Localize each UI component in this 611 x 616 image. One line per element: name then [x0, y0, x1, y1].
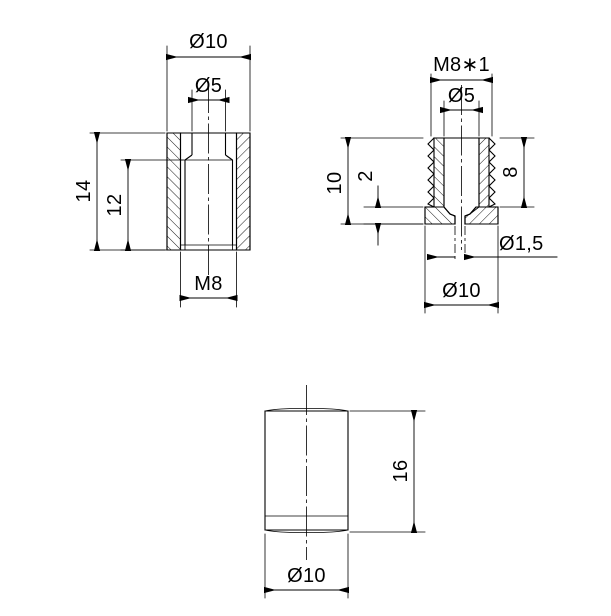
dimension-dia5-left-view: Ø5 [188, 75, 230, 132]
dim-label-dia10-bottom-view: Ø10 [287, 565, 326, 587]
bore-taper-left [443, 206, 456, 217]
wall-left-hatch [166, 132, 182, 251]
dim-label-14: 14 [73, 180, 95, 203]
dimension-dia10-bottom-view: Ø10 [264, 533, 349, 599]
dim-label-dia10-left-view: Ø10 [189, 31, 228, 53]
dimension-dia1-5: Ø1,5 [427, 233, 558, 261]
dimension-dia10-right-view: Ø10 [424, 225, 499, 314]
dim-label-10: 10 [324, 172, 346, 195]
dimension-dia10-left-view: Ø10 [166, 31, 251, 132]
dim-label-12: 12 [104, 194, 126, 217]
view-right-section: M8∗1 Ø5 10 2 8 [324, 54, 558, 314]
dim-label-16: 16 [390, 460, 412, 483]
dim-label-8: 8 [500, 166, 522, 177]
dimension-m8x1: M8∗1 [430, 54, 493, 137]
bore-taper-right [464, 206, 480, 217]
dim-label-dia5-right-view: Ø5 [448, 85, 475, 107]
dimension-len16: 16 [349, 410, 426, 533]
dim-label-2: 2 [355, 170, 377, 181]
bore-left-chamfer [184, 154, 193, 161]
dim-label-m8x1: M8∗1 [433, 54, 490, 76]
shank-right-hatch [478, 137, 490, 208]
dimension-len12: 12 [104, 159, 184, 251]
dimension-len8: 8 [499, 137, 535, 208]
dim-label-m8: M8 [194, 273, 222, 295]
dim-label-dia5-left-view: Ø5 [195, 75, 222, 97]
view-left-section: Ø10 Ø5 14 12 M8 [73, 31, 251, 308]
view-bottom-outline: 16 Ø10 [264, 385, 426, 599]
wall-right-hatch [235, 132, 251, 251]
dimension-len2: 2 [355, 170, 424, 246]
shank-left-hatch [433, 137, 445, 208]
bore-right-chamfer [225, 154, 233, 161]
dimension-m8: M8 [179, 251, 238, 308]
dim-label-dia10-right-view: Ø10 [442, 280, 481, 302]
dim-label-dia15: Ø1,5 [499, 233, 544, 255]
dimension-dia5-right-view: Ø5 [440, 85, 483, 137]
